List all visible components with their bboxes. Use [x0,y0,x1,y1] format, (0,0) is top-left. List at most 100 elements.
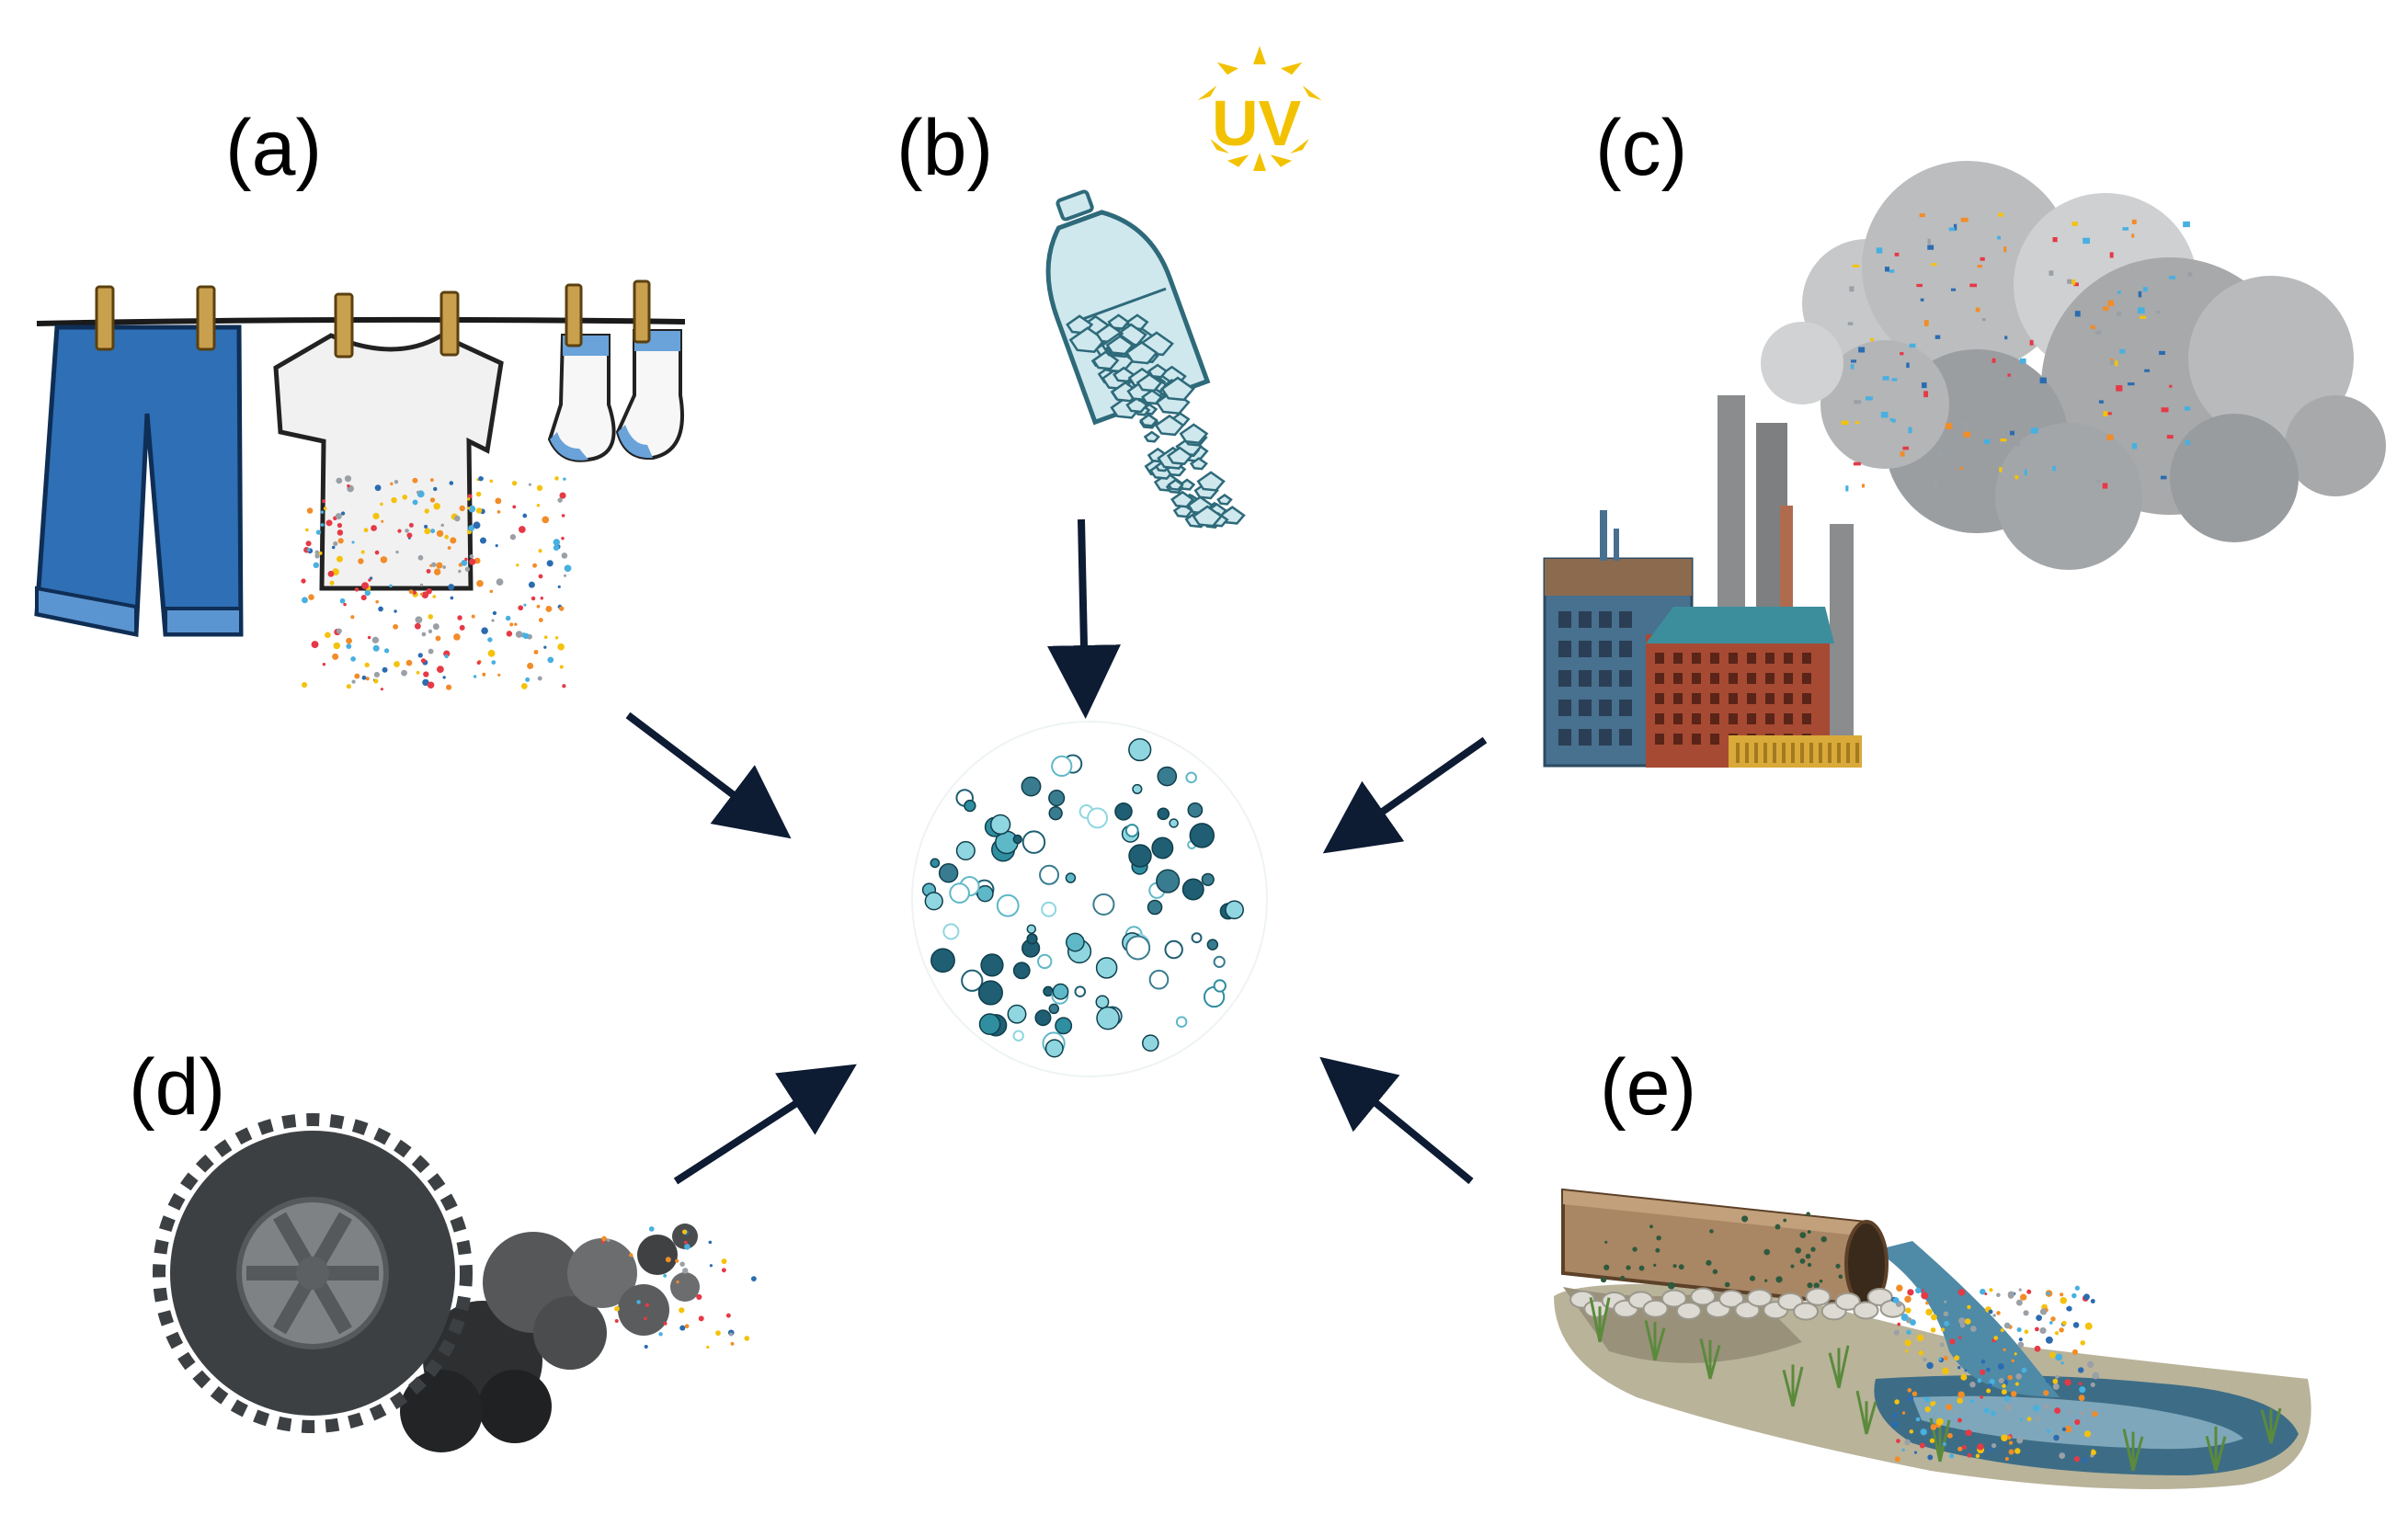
smoke-speck [2094,330,2102,335]
water-speck [1964,1369,1968,1372]
water-speck [1894,1399,1900,1405]
water-speck [2092,1372,2100,1380]
grass-blade [1791,1366,1804,1407]
water-speck [2018,1338,2023,1342]
fiber-speck [393,623,399,630]
fiber-speck [416,670,420,675]
water-speck [2018,1288,2022,1292]
grass-blade [1598,1297,1611,1343]
fiber-speck [475,491,482,497]
microplastic-particle [1141,1034,1159,1052]
smoke-speck [2083,237,2091,245]
water-speck [1993,1336,1999,1340]
fiber-speck [382,666,388,673]
water-speck [1989,1378,1995,1385]
fiber-speck [538,618,543,622]
water-speck [2059,1327,2064,1333]
water-speck [1957,1446,1963,1451]
tire-speck [683,1240,688,1245]
water-speck [1977,1378,1982,1383]
microplastic-particle [1213,955,1226,969]
panel-label-e: (e) [1600,1043,1697,1132]
microplastic-particle [1007,1004,1027,1024]
window [1558,611,1571,628]
smoke-speck [2185,439,2190,446]
water-speck [1989,1447,1993,1452]
fiber-speck [476,579,484,587]
microplastic-particle [1021,830,1046,854]
fiber-speck [476,660,481,666]
sun-ray [1253,46,1266,64]
window [1655,693,1664,704]
water-speck [1996,1292,2001,1297]
microplastic-particle [1041,901,1057,917]
fiber-speck [464,566,471,572]
microplastic-particle [930,948,955,973]
tire-speck [645,1303,650,1307]
grass-blade [1855,1390,1868,1435]
fiber-speck [467,494,473,499]
stone [1675,1302,1702,1321]
water-speck [2071,1292,2077,1299]
grass-blade [2214,1436,2227,1472]
fiber-speck [487,649,496,657]
microplastic-particle [949,882,970,904]
water-speck [2061,1427,2067,1432]
water-speck [1920,1429,1927,1436]
smoke-speck [2029,339,2034,346]
microplastic-particle [1012,834,1022,845]
smoke-speck [2004,336,2008,340]
smoke-speck [2095,479,2101,484]
water-speck [1921,1292,1929,1300]
tire-speck [682,1229,688,1235]
smoke-speck [2003,246,2007,253]
fiber-speck [318,551,323,555]
water-speck [1949,1453,1955,1459]
fiber-speck [354,587,359,592]
fiber-speck [520,683,528,689]
microplastic-particle [1187,802,1204,818]
fiber-speck [471,614,475,619]
window [1765,673,1775,684]
fiber-speck [495,544,498,548]
fiber-speck [325,632,331,639]
water-speck [1944,1300,1947,1303]
grass-blade [1828,1352,1841,1389]
fiber-speck [459,624,465,631]
pipe-speck [1709,1229,1714,1234]
microplastic-particle [978,1013,1001,1035]
pipe-speck [1603,1264,1610,1270]
water-speck [2014,1448,2021,1454]
microplastic-particle [1052,983,1069,1000]
smoke-speck [1927,238,1931,245]
microplastic-particle [942,923,960,940]
fiber-speck [405,659,413,666]
water-speck [2079,1386,2086,1394]
smoke-speck [2074,311,2081,317]
fiber-speck [389,584,393,588]
fiber-speck [311,641,319,649]
water-speck [2033,1405,2040,1412]
fiber-speck [545,605,553,612]
water-speck [1957,1317,1966,1325]
fiber-speck [416,490,420,495]
fiber-speck [436,529,444,538]
pipe-speck [1649,1224,1653,1229]
bottle-fragment [1136,372,1163,393]
fiber-speck [467,507,471,510]
microplastic-particle [1095,995,1110,1009]
water-speck [2043,1390,2049,1396]
fiber-speck [491,660,496,665]
microplastic-particle [1132,783,1143,794]
fiber-speck [496,578,504,586]
fiber-particles [301,475,572,691]
fiber-speck [450,596,454,600]
water-speck [2084,1322,2093,1330]
factory-icon [1543,161,2386,768]
fiber-speck [523,632,530,640]
water-speck [2015,1372,2022,1380]
smoke-speck [2127,382,2135,386]
grass-blade [1837,1345,1850,1389]
shed-stripe [1846,743,1850,763]
fiber-speck [402,495,408,500]
